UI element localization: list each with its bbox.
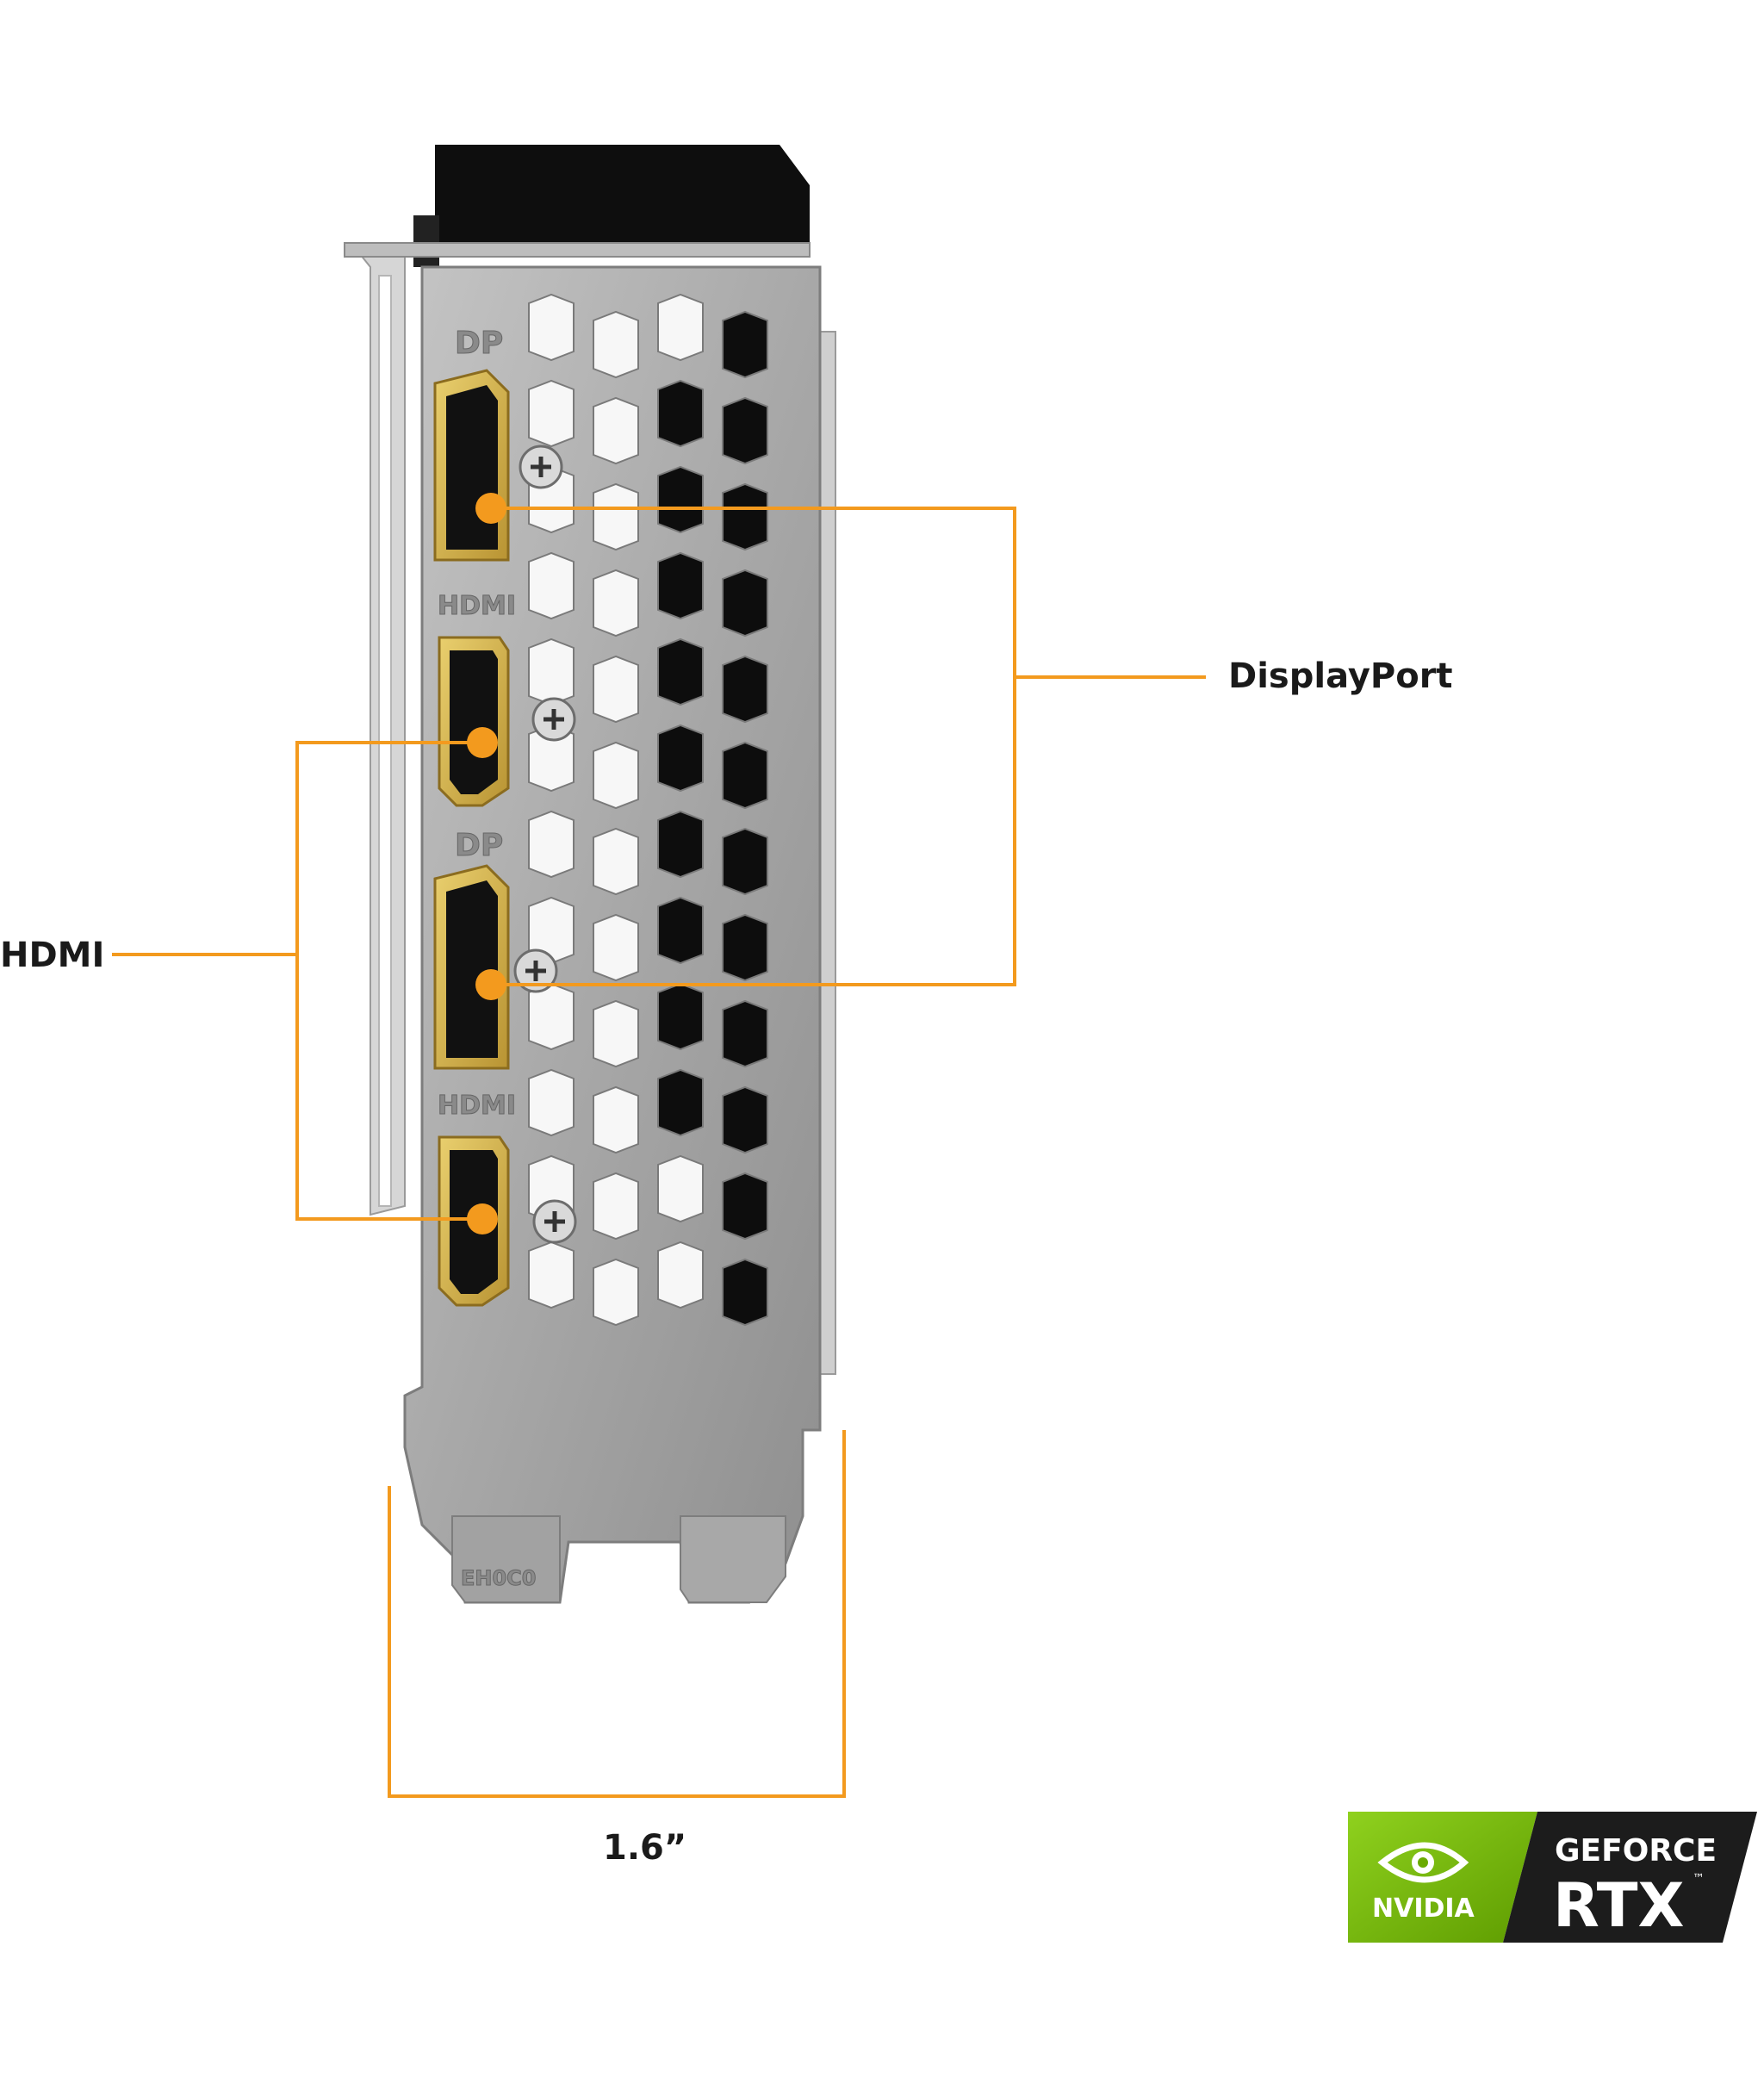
vent-cutout [593, 569, 639, 637]
vent-cutout [657, 1241, 704, 1309]
bracket-stamp: EH0C0 [461, 1566, 537, 1590]
vent-cutout [722, 1172, 768, 1241]
vent-cutout [657, 810, 704, 879]
vent-cutout [528, 293, 575, 362]
vent-cutout [528, 1241, 575, 1309]
vent-cutout [657, 724, 704, 793]
vent-cutout [593, 655, 639, 724]
screw-icon [519, 445, 563, 489]
connector-dp-bottom [433, 864, 510, 1070]
vent-cutout [593, 482, 639, 551]
vent-cutout [722, 999, 768, 1068]
screw-icon [531, 697, 576, 742]
hdmi-dot-bottom [467, 1203, 498, 1234]
nvidia-brand-text: NVIDIA [1372, 1894, 1475, 1924]
vent-cutout [593, 999, 639, 1068]
vent-cutout [722, 827, 768, 896]
geforce-text: GEFORCE [1555, 1833, 1717, 1869]
vent-cutout [528, 810, 575, 879]
bracket-tab-left [451, 1515, 561, 1603]
vent-cutout [593, 1085, 639, 1154]
cooler-shroud-top [435, 145, 810, 254]
vent-cutout [657, 293, 704, 362]
vent-cutout [722, 396, 768, 465]
vent-cutout [657, 637, 704, 706]
rtx-text: RTX [1553, 1870, 1684, 1941]
hdmi-callout-lines [112, 741, 482, 1221]
vent-cutout [722, 1085, 768, 1154]
vent-cutout [593, 396, 639, 465]
port-label-hdmi-lower: HDMI [438, 1091, 516, 1121]
vent-cutout [593, 1172, 639, 1241]
trademark-symbol: ™ [1693, 1872, 1705, 1886]
vent-cutout [593, 310, 639, 379]
vent-cutout [722, 569, 768, 637]
vent-cutout [657, 1154, 704, 1223]
displayport-dot-top [475, 493, 506, 524]
dimension-label: 1.6” [603, 1828, 687, 1868]
vent-cutout [593, 827, 639, 896]
vent-cutout [657, 1068, 704, 1137]
bracket-top-lip [344, 242, 811, 258]
bracket-tab-right [680, 1515, 786, 1603]
displayport-dot-bottom [475, 969, 506, 1000]
screw-icon [532, 1199, 577, 1244]
vent-cutout [657, 982, 704, 1051]
vent-cutout [528, 982, 575, 1051]
bracket-right-rail [819, 331, 836, 1375]
screw-icon [513, 948, 558, 993]
vent-cutout [722, 482, 768, 551]
vent-cutout [722, 741, 768, 810]
port-label-hdmi-upper: HDMI [438, 591, 516, 621]
dimension-bracket [388, 1430, 846, 1798]
displayport-callout-lines [491, 507, 1206, 986]
nvidia-eye-icon [1377, 1842, 1469, 1883]
vent-cutout [528, 1068, 575, 1137]
vent-cutout [528, 637, 575, 706]
port-label-dp-top: DP [455, 326, 503, 361]
vent-cutout [722, 913, 768, 982]
vent-cutout [657, 896, 704, 965]
hdmi-dot-top [467, 727, 498, 758]
vent-cutout [657, 465, 704, 534]
vent-cutout [722, 310, 768, 379]
hdmi-callout-label: HDMI [0, 936, 105, 975]
vent-cutout [657, 379, 704, 448]
displayport-callout-label: DisplayPort [1228, 656, 1453, 696]
vent-cutout [722, 655, 768, 724]
cooler-shroud-side [413, 215, 439, 267]
vent-cutout [593, 1258, 639, 1327]
vent-cutout [657, 551, 704, 620]
port-label-dp-bottom: DP [455, 828, 503, 863]
vent-cutout [528, 379, 575, 448]
vent-cutout [593, 913, 639, 982]
connector-dp-top [433, 369, 510, 562]
connector-hdmi-upper [438, 636, 510, 807]
vent-cutout [722, 1258, 768, 1327]
vent-cutout [593, 741, 639, 810]
geforce-rtx-logo: NVIDIA GEFORCE RTX ™ [1348, 1812, 1757, 1943]
vent-cutout [528, 551, 575, 620]
